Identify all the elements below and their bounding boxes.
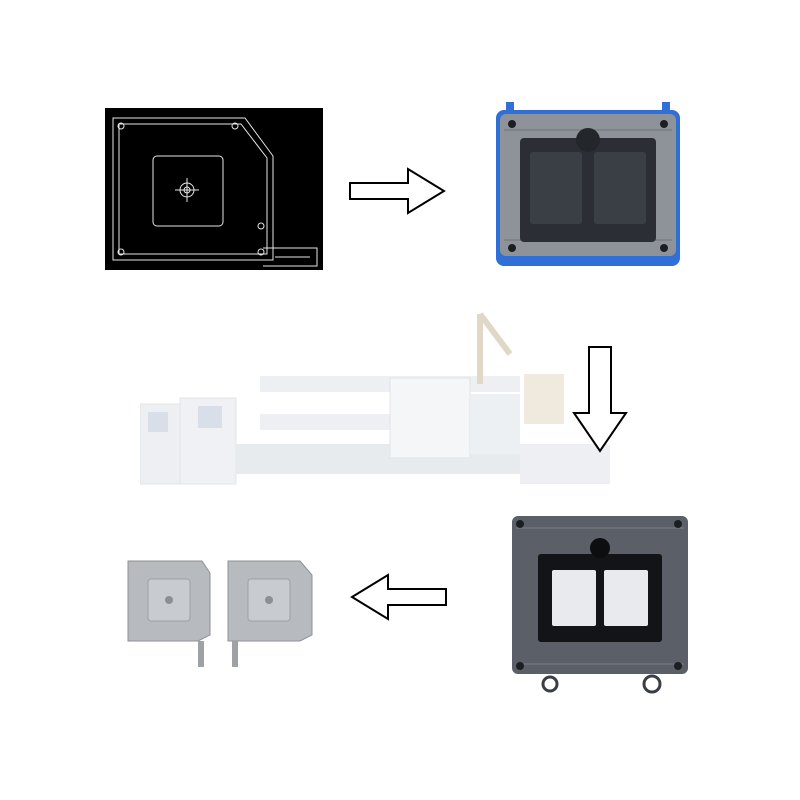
arrow-down-icon (572, 346, 628, 453)
mold-blue (490, 100, 686, 272)
arrow-left (348, 572, 448, 622)
die-casting-mold-icon (496, 102, 680, 266)
arrow-right (348, 166, 448, 216)
die-casting-machine (140, 294, 630, 490)
die-casting-machine-icon (140, 312, 610, 485)
arrow-left-icon (350, 573, 447, 621)
mold-dark (508, 508, 692, 698)
arrow-down (572, 345, 628, 455)
cad-drawing (105, 108, 323, 270)
cad-drawing-icon (105, 108, 323, 270)
arrow-right-icon (349, 167, 446, 215)
die-casting-mold-icon (512, 516, 688, 694)
cast-parts (120, 555, 320, 670)
cast-part-icon (127, 560, 313, 667)
